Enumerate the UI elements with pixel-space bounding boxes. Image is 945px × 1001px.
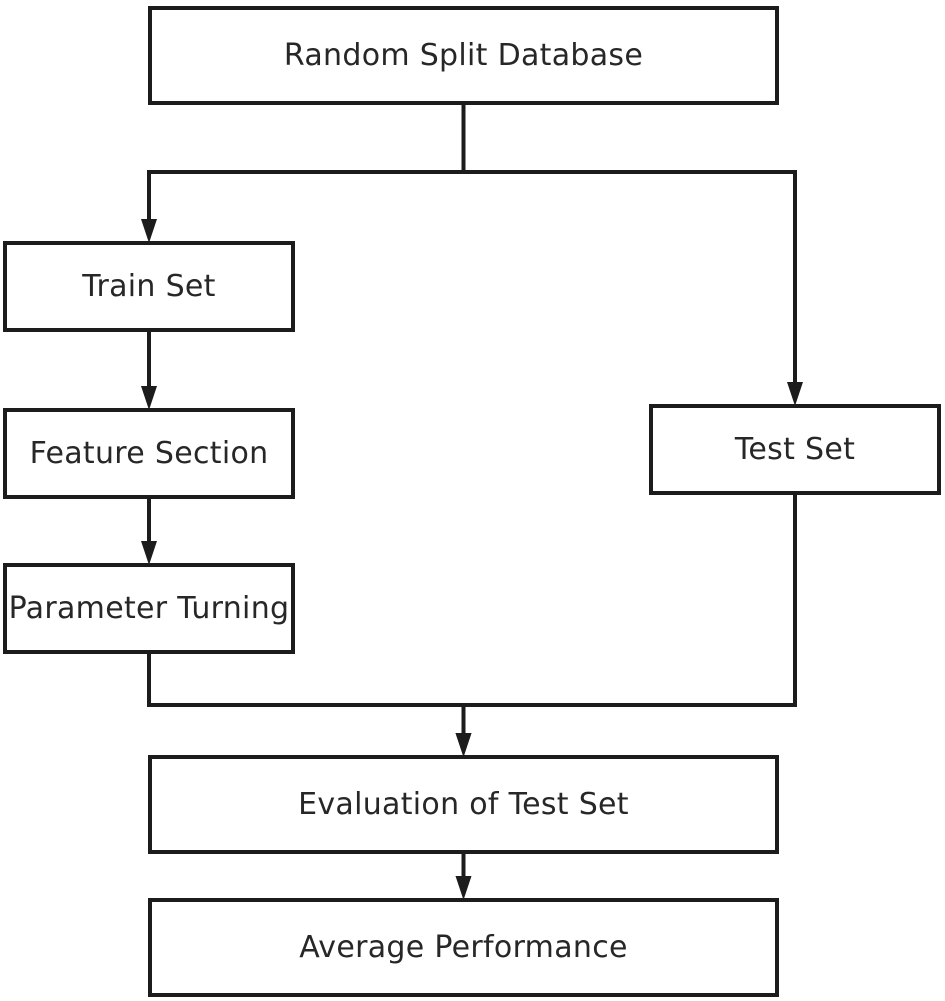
- arrowhead-icon: [141, 219, 157, 243]
- node-label: Average Performance: [299, 930, 628, 965]
- flow-node-feature-section[interactable]: Feature Section: [3, 408, 295, 499]
- connector-line: [147, 652, 466, 742]
- flow-connector: [147, 652, 472, 757]
- flow-node-evaluation-of-test-set[interactable]: Evaluation of Test Set: [148, 755, 779, 854]
- node-label: Feature Section: [30, 436, 269, 471]
- edge-layer: [141, 103, 803, 900]
- flow-node-test-set[interactable]: Test Set: [649, 404, 941, 495]
- node-label: Test Set: [734, 432, 855, 467]
- node-box[interactable]: [3, 241, 295, 332]
- flow-connector: [455, 852, 472, 900]
- node-label: Evaluation of Test Set: [298, 787, 629, 822]
- connector-line: [461, 493, 797, 742]
- flow-node-train-set[interactable]: Train Set: [3, 241, 295, 332]
- flow-connector: [141, 330, 157, 410]
- flow-connector: [141, 497, 157, 565]
- flow-connector: [455, 493, 797, 757]
- arrowhead-icon: [141, 386, 157, 410]
- flow-node-average-performance[interactable]: Average Performance: [148, 898, 779, 997]
- node-label: Parameter Turning: [9, 591, 290, 626]
- node-label: Random Split Database: [284, 38, 643, 73]
- flow-connector: [141, 103, 466, 243]
- arrowhead-icon: [455, 876, 472, 900]
- arrowhead-icon: [141, 541, 157, 565]
- arrowhead-icon: [787, 382, 803, 406]
- node-box[interactable]: [649, 404, 941, 495]
- connector-line: [461, 103, 797, 391]
- node-box[interactable]: [148, 755, 779, 854]
- node-box[interactable]: [3, 408, 295, 499]
- flow-node-parameter-turning[interactable]: Parameter Turning: [3, 563, 295, 654]
- node-box[interactable]: [3, 563, 295, 654]
- arrowhead-icon: [455, 733, 472, 757]
- node-box[interactable]: [148, 6, 779, 105]
- flow-connector: [461, 103, 803, 406]
- node-label: Train Set: [81, 269, 215, 304]
- connector-line: [147, 103, 466, 228]
- flow-node-random-split-database[interactable]: Random Split Database: [148, 6, 779, 105]
- node-box[interactable]: [148, 898, 779, 997]
